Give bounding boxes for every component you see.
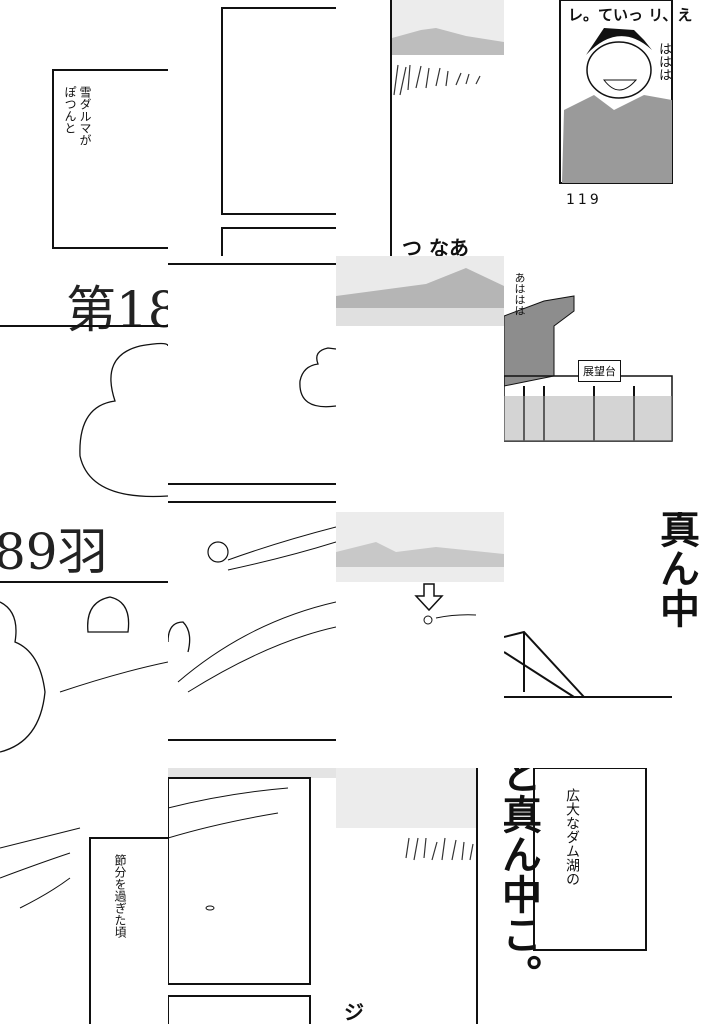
tile-snowman-small [168, 256, 336, 512]
tile-mountain-landscape: つ なあ [336, 0, 504, 256]
caption-line: 雪ダルマが [78, 86, 92, 146]
tile-caption-setsubun: 節分を過ぎた頃 [0, 768, 168, 1024]
sign-observation-deck: 展望台 [578, 360, 621, 382]
sfx-fragment: ジ [344, 1000, 364, 1024]
tile-lake-grass: ジ [336, 768, 504, 1024]
sfx-naa: つ なあ [402, 236, 469, 256]
tile-title-snowman-2: 89羽 [0, 512, 168, 768]
tile-mountain-wide [336, 256, 504, 512]
tile-caption-snowman: 雪ダルマがぽつんと [0, 0, 168, 256]
tile-snowman-path [168, 512, 336, 768]
tile-lake-arrow [336, 512, 504, 768]
sfx-shout: レ。ていっ リ、え [568, 6, 693, 24]
tile-snow-field [168, 768, 336, 1024]
caption-line: ぽつんと [63, 86, 77, 134]
chapter-title-part1: 第18 [66, 281, 168, 339]
chapter-title-part2: 89羽 [0, 523, 108, 581]
tile-railing: 真ん中 [504, 512, 703, 768]
caption-snowman-alone: 雪ダルマがぽつんと [62, 86, 92, 146]
tile-laughing-man: レ。ていっ リ、え ははは 119 [504, 0, 703, 256]
caption-dam-lake: 広大なダム湖の [564, 788, 580, 886]
page-number: 119 [566, 192, 602, 208]
sfx-laugh-small: あははは [513, 272, 526, 316]
arrow-down-icon [414, 583, 444, 612]
tile-empty-panels [168, 0, 336, 256]
tile-caption-dam-lake: と真ん中こ。 広大なダム湖の [504, 768, 703, 1024]
tile-observation-deck: あははは 展望台 [504, 256, 703, 512]
tile-title-snowman: 第18 [0, 256, 168, 512]
caption-middle-fragment-right: 真ん中 [653, 512, 699, 628]
sfx-laugh: ははは [656, 42, 671, 81]
caption-setsubun: 節分を過ぎた頃 [113, 854, 127, 938]
